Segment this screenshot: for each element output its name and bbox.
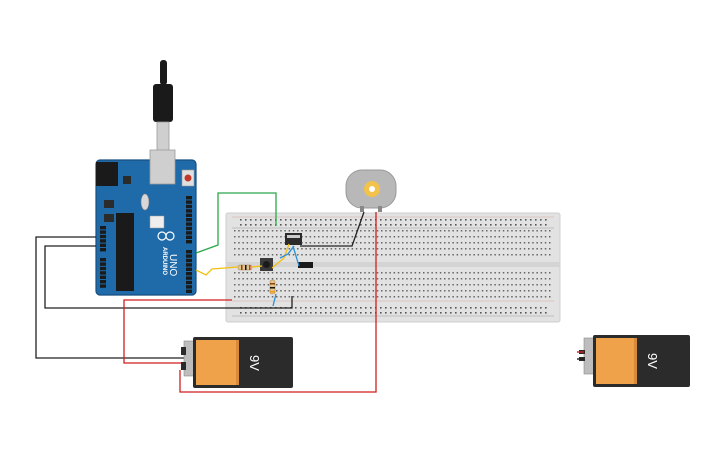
breadboard[interactable]	[225, 212, 561, 323]
wires	[35, 192, 377, 393]
arduino-model-text: UNO	[167, 254, 178, 276]
battery-left-label: 9V	[247, 355, 262, 371]
wire-yellow-2[interactable]	[251, 265, 263, 268]
wire-blue-3[interactable]	[272, 293, 277, 307]
wire-blue-1[interactable]	[292, 245, 300, 267]
wire-black-gnd-2[interactable]	[44, 245, 293, 309]
wire-green[interactable]	[195, 192, 277, 254]
wire-black-motor[interactable]	[300, 211, 365, 247]
arduino-brand-text: ARDUINO	[161, 247, 167, 275]
diode[interactable]	[298, 262, 313, 268]
power-jack	[96, 162, 118, 186]
wire-yellow[interactable]	[195, 266, 239, 276]
wire-blue-2[interactable]	[279, 245, 295, 259]
arduino-uno-board[interactable]: ARDUINO UNO	[95, 149, 197, 296]
battery-9v-left[interactable]: 9V	[181, 337, 293, 388]
resistor-horizontal[interactable]	[237, 264, 253, 271]
regulator-chip	[123, 176, 131, 184]
usb-cable[interactable]	[153, 60, 173, 153]
wire-yellow-3[interactable]	[271, 243, 290, 269]
wire-black-gnd-1[interactable]	[35, 236, 186, 359]
digital-pin-header[interactable]	[186, 196, 192, 293]
usb-port	[149, 149, 176, 185]
dc-motor[interactable]	[345, 169, 397, 212]
battery-9v-right[interactable]: 9V	[577, 335, 690, 387]
wire-red-motor[interactable]	[179, 212, 377, 393]
power-analog-pin-header[interactable]	[100, 226, 106, 288]
arduino-logo	[157, 231, 175, 241]
pushbutton[interactable]	[260, 258, 273, 271]
transistor[interactable]	[285, 233, 302, 245]
battery-right-label: 9V	[645, 353, 660, 369]
resistor-vertical[interactable]	[269, 279, 276, 295]
atmega-chip	[116, 213, 134, 291]
wire-red-vin[interactable]	[123, 299, 232, 364]
crystal	[140, 193, 150, 211]
